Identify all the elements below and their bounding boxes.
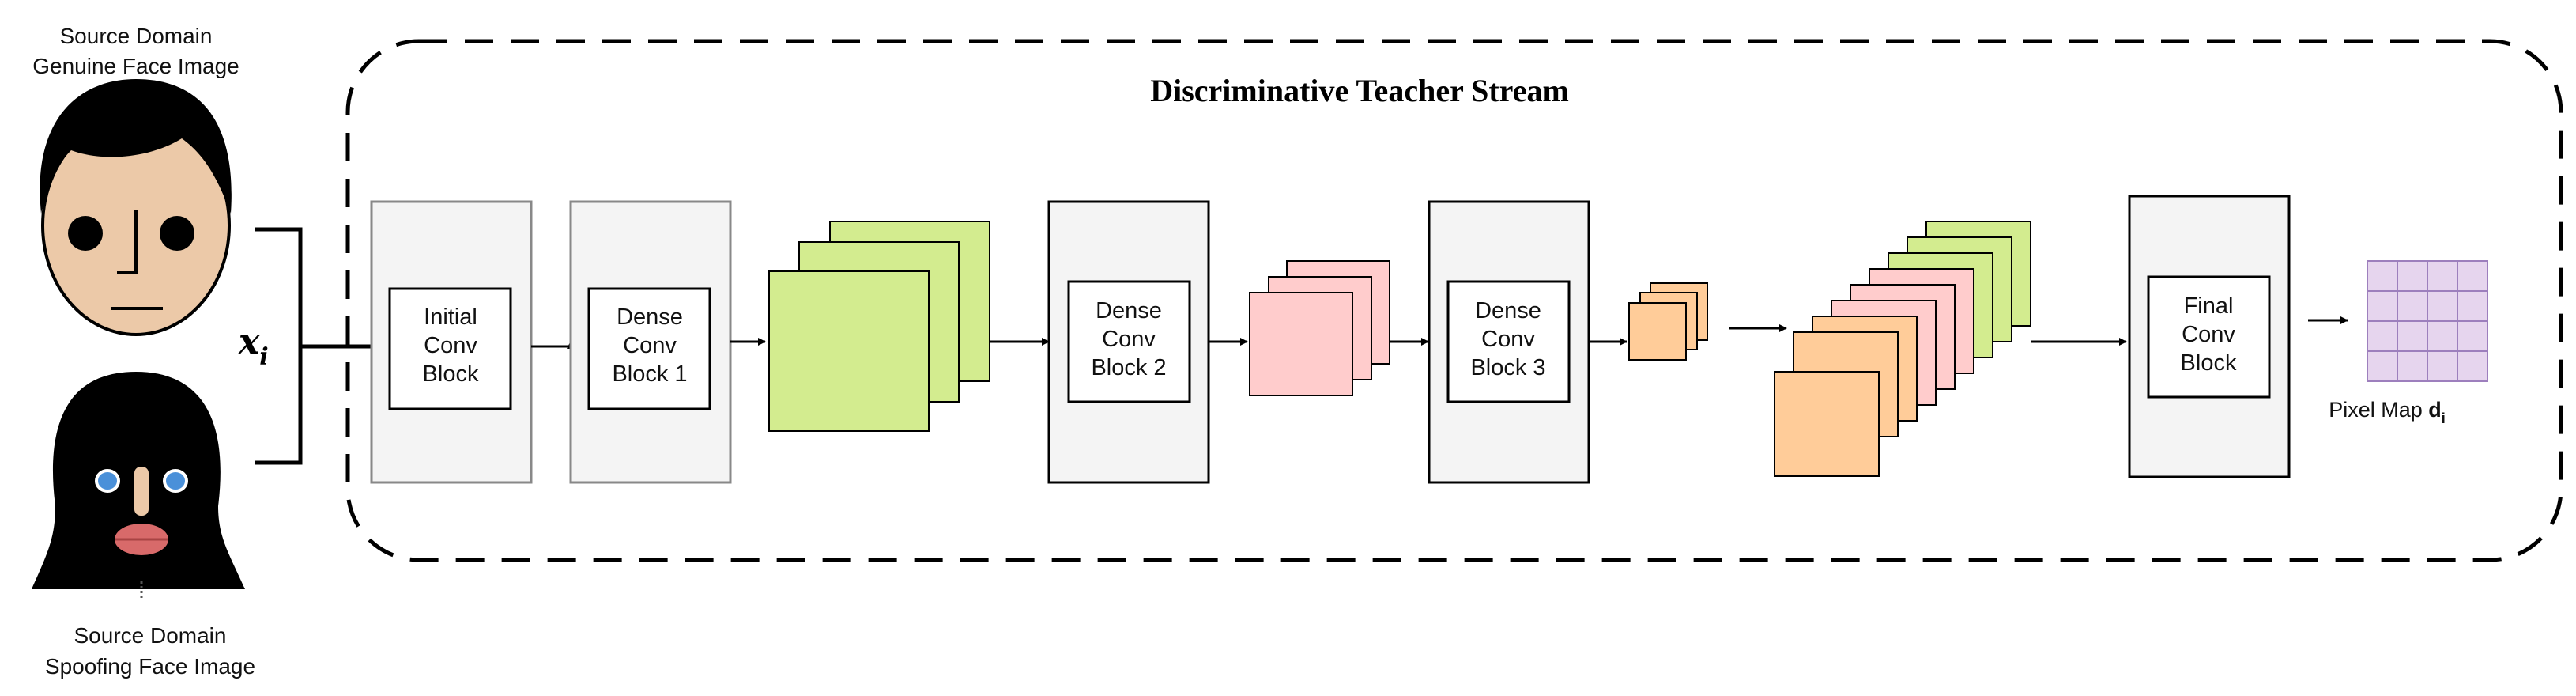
pixel-cell [2457,320,2488,352]
pixel-cell [2397,290,2428,322]
pixel-cell [2367,290,2398,322]
pixel-cell [2427,350,2458,382]
svg-text:Conv: Conv [623,333,677,358]
pixel-map-grid [2367,260,2488,382]
input-bracket [255,227,372,465]
concatenated-feature-stack [1774,221,2031,477]
green-feature-stack [768,221,990,432]
pink-feature-stack [1249,260,1390,396]
spoofing-face-icon [32,372,245,600]
pixel-cell [2457,290,2488,322]
pixel-cell [2427,260,2458,292]
svg-text:Conv: Conv [2182,322,2235,347]
svg-text:Block 3: Block 3 [1470,355,1545,380]
pixel-cell [2397,320,2428,352]
genuine-label-line1: Source Domain [60,24,213,48]
input-variable: xi [238,322,269,371]
svg-text:Block 1: Block 1 [612,361,687,387]
pixel-cell [2427,290,2458,322]
svg-text:Block: Block [2181,350,2237,376]
stream-title: Discriminative Teacher Stream [1150,73,1569,108]
dense-conv-block-1: Dense Conv Block 1 [569,200,732,484]
svg-text:Block: Block [423,361,479,387]
svg-text:Block 2: Block 2 [1091,355,1166,380]
pixel-cell [2367,350,2398,382]
svg-text:Dense: Dense [1096,298,1162,323]
svg-text:Dense: Dense [617,304,683,330]
spoofing-label-line2: Spoofing Face Image [45,654,255,679]
pixel-cell [2457,350,2488,382]
pixel-map-label: Pixel Map di [2329,398,2446,426]
svg-text:Initial: Initial [424,304,477,330]
pixel-cell [2397,350,2428,382]
initial-conv-block: Initial Conv Block [370,200,533,484]
arrow-initial-dense1 [531,341,575,349]
pixel-cell [2427,320,2458,352]
svg-text:Dense: Dense [1475,298,1541,323]
svg-text:Final: Final [2184,293,2234,319]
svg-text:Conv: Conv [1481,327,1535,352]
stream-container [345,39,2563,562]
genuine-face-icon [40,79,232,336]
dense-conv-block-3: Dense Conv Block 3 [1428,200,1590,484]
genuine-label-line2: Genuine Face Image [32,54,239,78]
svg-text:Conv: Conv [424,333,477,358]
final-conv-block: Final Conv Block [2128,195,2291,478]
pixel-cell [2367,260,2398,292]
dense-conv-block-2: Dense Conv Block 2 [1047,200,1210,484]
orange-feature-stack [1628,282,1708,361]
pixel-cell [2397,260,2428,292]
spoofing-label-line1: Source Domain [74,623,227,648]
svg-text:Conv: Conv [1102,327,1156,352]
pixel-cell [2457,260,2488,292]
pixel-cell [2367,320,2398,352]
